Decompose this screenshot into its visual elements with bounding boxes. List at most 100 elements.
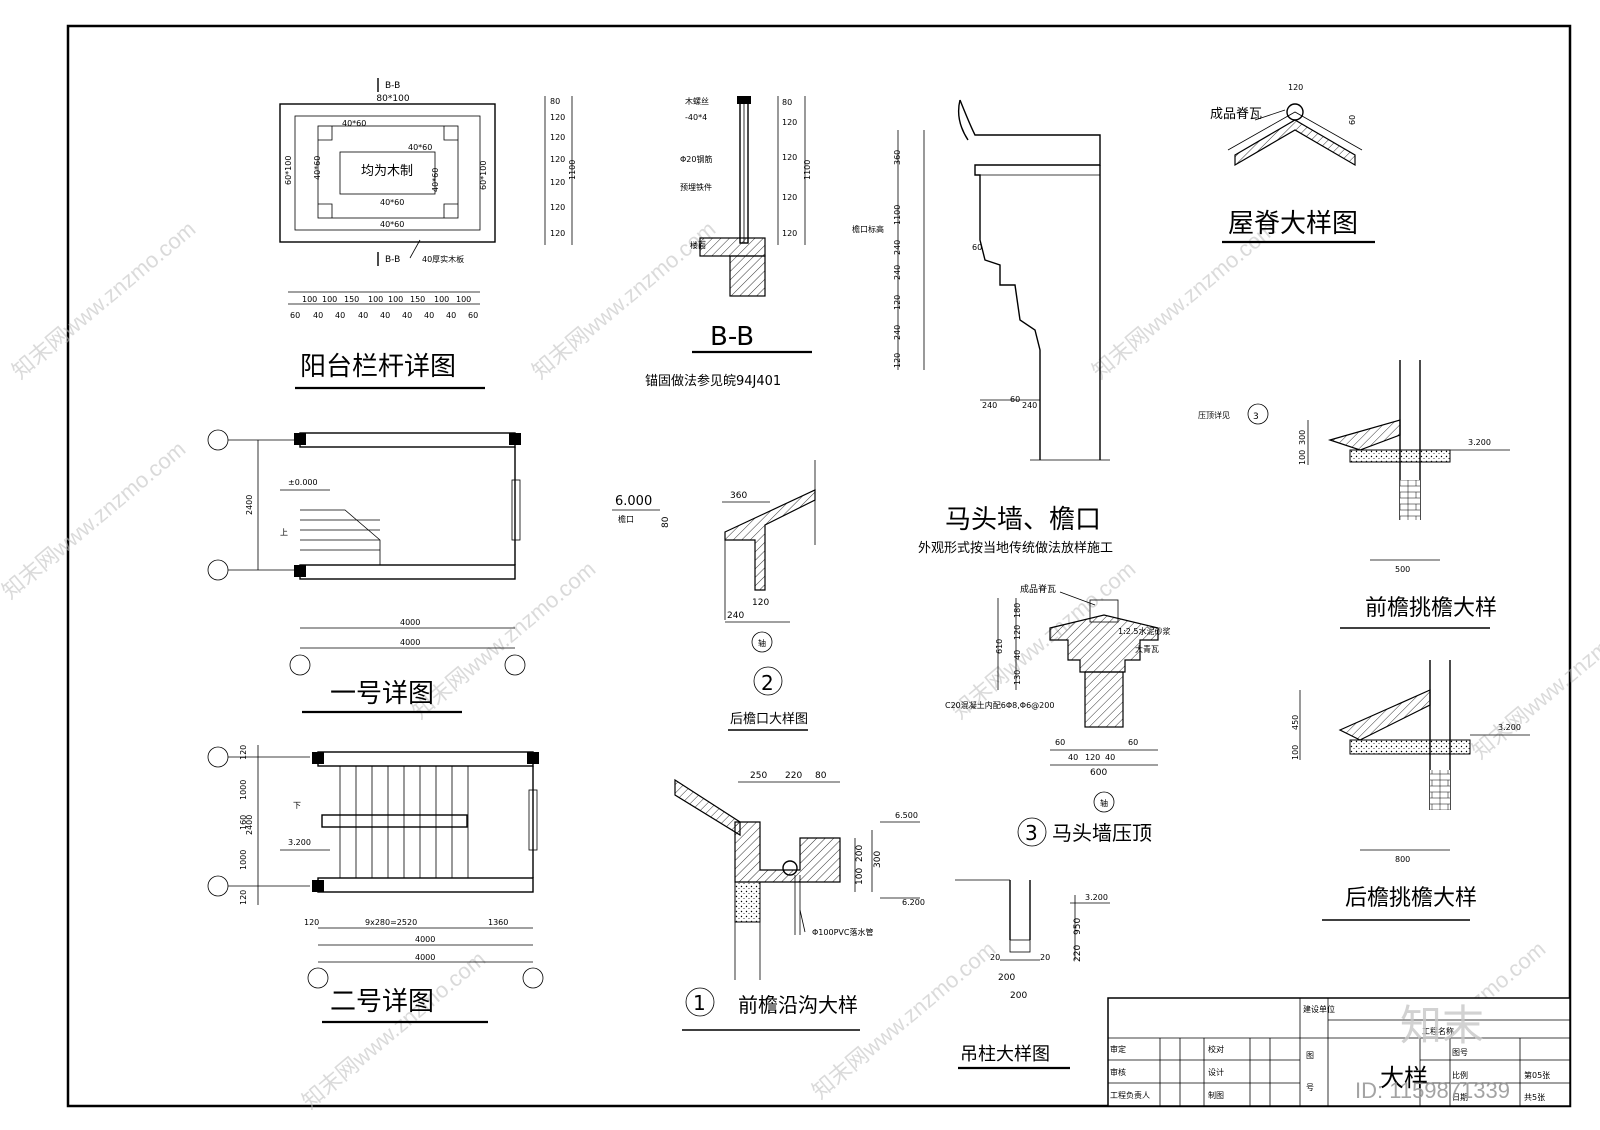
dim-label: 80 bbox=[782, 98, 792, 107]
dim-label: 120 bbox=[782, 153, 797, 162]
coping-label: 成品脊瓦 bbox=[1020, 583, 1056, 595]
bb-label: -40*4 bbox=[685, 113, 707, 122]
watermark-text: 知末网www.znzmo.com bbox=[7, 216, 200, 384]
dim-label: 360 bbox=[893, 150, 902, 165]
rear-cantilever-title: 后檐挑檐大样 bbox=[1345, 886, 1477, 911]
bb-title: B-B bbox=[710, 322, 754, 352]
dim-label: 120 bbox=[550, 229, 565, 238]
dim-label: 120 bbox=[239, 745, 248, 760]
dim-label: 60 bbox=[1010, 395, 1020, 404]
eave-label: 檐口 bbox=[618, 514, 634, 524]
dim-label: 120 bbox=[550, 133, 565, 142]
dim-label: 100 bbox=[1291, 745, 1300, 760]
tb-label: 工程名称 bbox=[1422, 1026, 1454, 1036]
dim-label: 120 bbox=[752, 598, 769, 608]
level-label: 6.500 bbox=[895, 811, 918, 820]
dim-label: 60 bbox=[290, 311, 300, 320]
dim-label: 120 bbox=[550, 203, 565, 212]
tb-label: 工程负责人 bbox=[1110, 1090, 1150, 1100]
dim-label: 40 bbox=[1068, 753, 1078, 762]
tb-label: 校对 bbox=[1208, 1044, 1224, 1054]
front-cantilever-title: 前檐挑檐大样 bbox=[1365, 596, 1497, 621]
level-label: 3.200 bbox=[1498, 723, 1521, 732]
dim-label: 120 bbox=[1085, 753, 1100, 762]
dim-label: 2400 bbox=[245, 495, 254, 515]
coping-label: 1:2.5水泥砂浆 bbox=[1118, 626, 1171, 636]
dim-label: 240 bbox=[727, 611, 744, 621]
watermark-group: 知末网www.znzmo.com 知末网www.znzmo.com 知末网www… bbox=[0, 216, 1600, 1114]
dim-label: 240 bbox=[893, 325, 902, 340]
watermark-text: 知末网www.znzmo.com bbox=[1467, 596, 1600, 764]
tb-label: 图 bbox=[1306, 1051, 1314, 1060]
eaves-title: 马头墙、檐口 bbox=[945, 505, 1101, 535]
dim-label: 20 bbox=[1040, 953, 1050, 962]
dim-label: 4000 bbox=[415, 935, 435, 944]
level-label: 3.200 bbox=[288, 838, 311, 847]
board-note: 40厚实木板 bbox=[422, 254, 464, 264]
dim-label: 60*100 bbox=[284, 156, 293, 185]
dim-label: 300 bbox=[873, 851, 883, 868]
dim-label: 160 bbox=[239, 815, 248, 830]
detail2-title: 二号详图 bbox=[330, 987, 434, 1017]
dim-label: 40 bbox=[335, 311, 345, 320]
bb-label: Φ20钢筋 bbox=[680, 154, 712, 164]
horse-head-wall: 檐口标高 360 1100 240 240 120 240 120 60 240… bbox=[852, 99, 1113, 556]
sheet-border bbox=[66, 24, 1572, 1108]
ridge-detail: 120 60 成品脊瓦 屋脊大样图 bbox=[1210, 83, 1375, 244]
dim-label: 80*100 bbox=[376, 94, 409, 104]
dim-label: 4000 bbox=[400, 638, 420, 647]
ridge-label: 成品脊瓦 bbox=[1210, 107, 1262, 122]
dim-label: 40 bbox=[1105, 753, 1115, 762]
dim-label: 240 bbox=[982, 401, 997, 410]
railing-title: 阳台栏杆详图 bbox=[300, 352, 456, 382]
dim-label: 1000 bbox=[239, 850, 248, 870]
bb-note: 锚固做法参见皖94J401 bbox=[645, 373, 781, 389]
dim-label: 950 bbox=[1073, 918, 1083, 935]
dim-label: 180 bbox=[1013, 603, 1022, 618]
eave-label: 檐口标高 bbox=[852, 224, 884, 234]
rear-eave-title: 后檐口大样图 bbox=[730, 712, 808, 727]
axis-label: 轴 bbox=[758, 638, 766, 648]
coping-title: 马头墙压顶 bbox=[1052, 821, 1152, 845]
dim-label: 100 bbox=[456, 295, 471, 304]
dim-label: 220 bbox=[1073, 945, 1083, 962]
bb-label: 预埋铁件 bbox=[680, 182, 712, 192]
dim-label: 200 bbox=[855, 845, 865, 862]
dim-label: 120 bbox=[550, 113, 565, 122]
dim-label: 200 bbox=[998, 973, 1015, 983]
tb-label: 日期 bbox=[1452, 1093, 1468, 1102]
tb-label: 审核 bbox=[1110, 1067, 1126, 1077]
dim-label: 120 bbox=[550, 178, 565, 187]
dim-label: 40*60 bbox=[431, 168, 440, 192]
drawing-name: 大样 bbox=[1380, 1064, 1428, 1092]
dim-label: 250 bbox=[750, 771, 767, 781]
logo-watermark: 知末 bbox=[1400, 1001, 1484, 1050]
level-label: 3.200 bbox=[1468, 438, 1491, 447]
bb-label: 木螺丝 bbox=[685, 96, 709, 106]
dim-label: 120 bbox=[304, 918, 319, 927]
dim-label: 40 bbox=[1013, 650, 1022, 660]
dim-label: 9x280=2520 bbox=[365, 918, 417, 927]
rebar-note: C20混凝土内配6Φ8,Φ6@200 bbox=[945, 700, 1054, 710]
dim-label: 120 bbox=[782, 193, 797, 202]
dim-label: 40*60 bbox=[342, 119, 366, 128]
tb-label: 制图 bbox=[1208, 1090, 1224, 1100]
front-gutter-title: 前檐沿沟大样 bbox=[738, 993, 858, 1017]
section-mark: B-B bbox=[385, 255, 400, 265]
eaves-subtitle: 外观形式按当地传统做法放样施工 bbox=[918, 541, 1113, 556]
dim-label: 120 bbox=[782, 118, 797, 127]
dim-label: 120 bbox=[893, 295, 902, 310]
dim-label: 600 bbox=[1090, 768, 1107, 778]
detail-number: 3 bbox=[1253, 412, 1259, 422]
dim-label: 1360 bbox=[488, 918, 508, 927]
tb-label: 第05张 bbox=[1524, 1070, 1550, 1080]
axis-label: 轴 bbox=[1100, 798, 1108, 808]
detail-number: 2 bbox=[761, 671, 774, 695]
section-mark: B-B bbox=[385, 81, 400, 91]
dim-label: 610 bbox=[995, 639, 1004, 654]
dim-label: 40 bbox=[313, 311, 323, 320]
dim-label: 1100 bbox=[893, 205, 902, 225]
dim-label: 40*60 bbox=[408, 143, 432, 152]
tb-label: 比例 bbox=[1452, 1070, 1468, 1080]
